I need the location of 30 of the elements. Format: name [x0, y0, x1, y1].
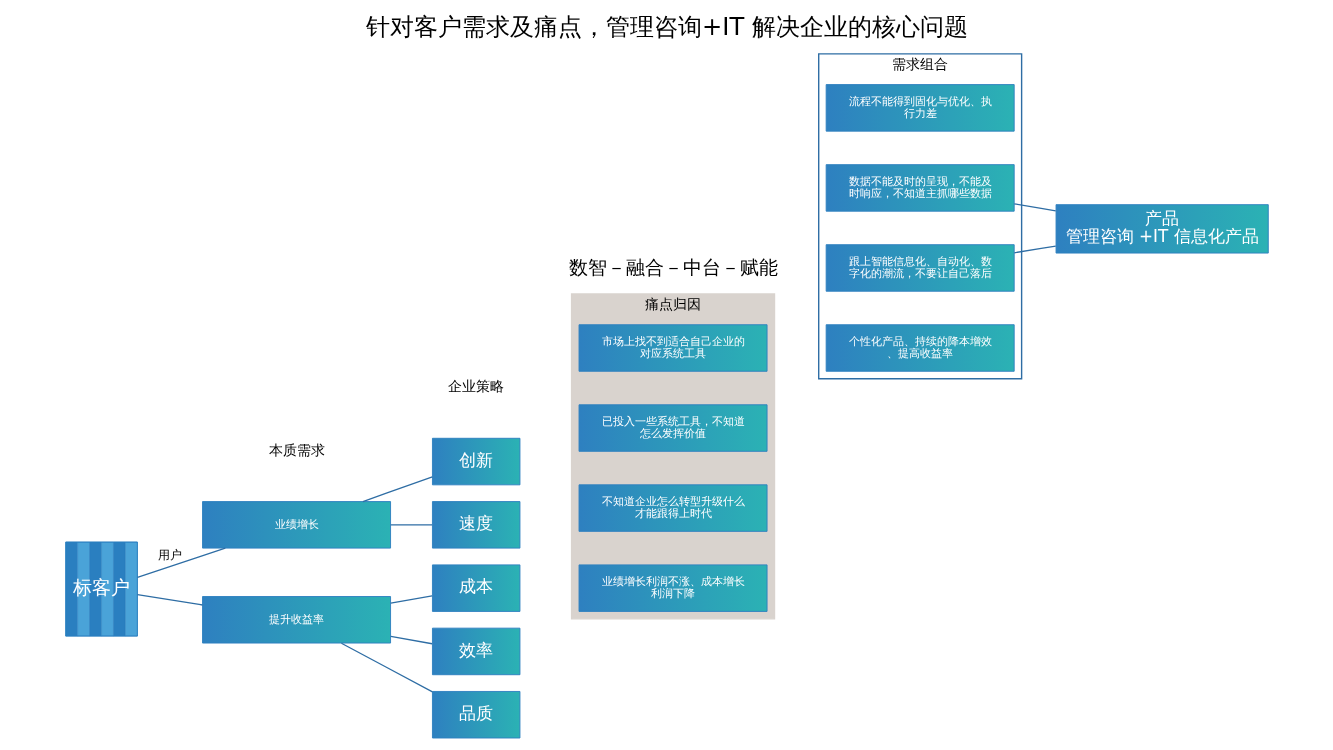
connector	[389, 595, 433, 604]
node-box: 业绩增长	[201, 501, 391, 549]
diagram-title: 针对客户需求及痛点，管理咨询+IT 解决企业的核心问题	[365, 13, 968, 42]
node-box: 已投入一些系统工具，不知道怎么发挥价值	[578, 404, 768, 452]
connector	[136, 547, 226, 579]
connector	[361, 476, 433, 503]
node-box: 流程不能得到固化与优化、执行力差	[825, 84, 1015, 132]
edge-label: 用户	[157, 547, 182, 562]
node-box: 提升收益率	[201, 596, 391, 644]
node-box: 不知道企业怎么转型升级什么才能跟得上时代	[578, 484, 768, 532]
connector	[340, 642, 433, 693]
label: 企业策略	[447, 378, 504, 395]
node-box: 成本	[431, 564, 520, 612]
node-box: 速度	[431, 501, 520, 549]
node-box: 跟上智能信息化、自动化、数字化的潮流，不要让自己落后	[825, 244, 1015, 292]
connector	[389, 524, 433, 526]
node-box: 数据不能及时的呈现，不能及时响应，不知道主抓哪些数据	[825, 164, 1015, 212]
label: 数智－融合－中台－赋能	[568, 257, 778, 279]
connector	[1013, 203, 1056, 212]
node-box: 品质	[431, 691, 520, 739]
connector	[389, 635, 433, 645]
label: 本质需求	[268, 441, 325, 458]
connector	[136, 594, 203, 606]
connector	[1013, 245, 1056, 254]
node-box: 创新	[431, 437, 520, 486]
node-box: 个性化产品、持续的降本增效、提高收益率	[825, 324, 1015, 372]
node-box: 市场上找不到适合自己企业的对应系统工具	[578, 324, 768, 372]
node-box: 业绩增长利润不涨、成本增长利润下降	[578, 564, 768, 612]
node-box: 效率	[431, 627, 520, 676]
node-box: 产品 管理咨询 +IT 信息化产品	[1055, 204, 1269, 254]
